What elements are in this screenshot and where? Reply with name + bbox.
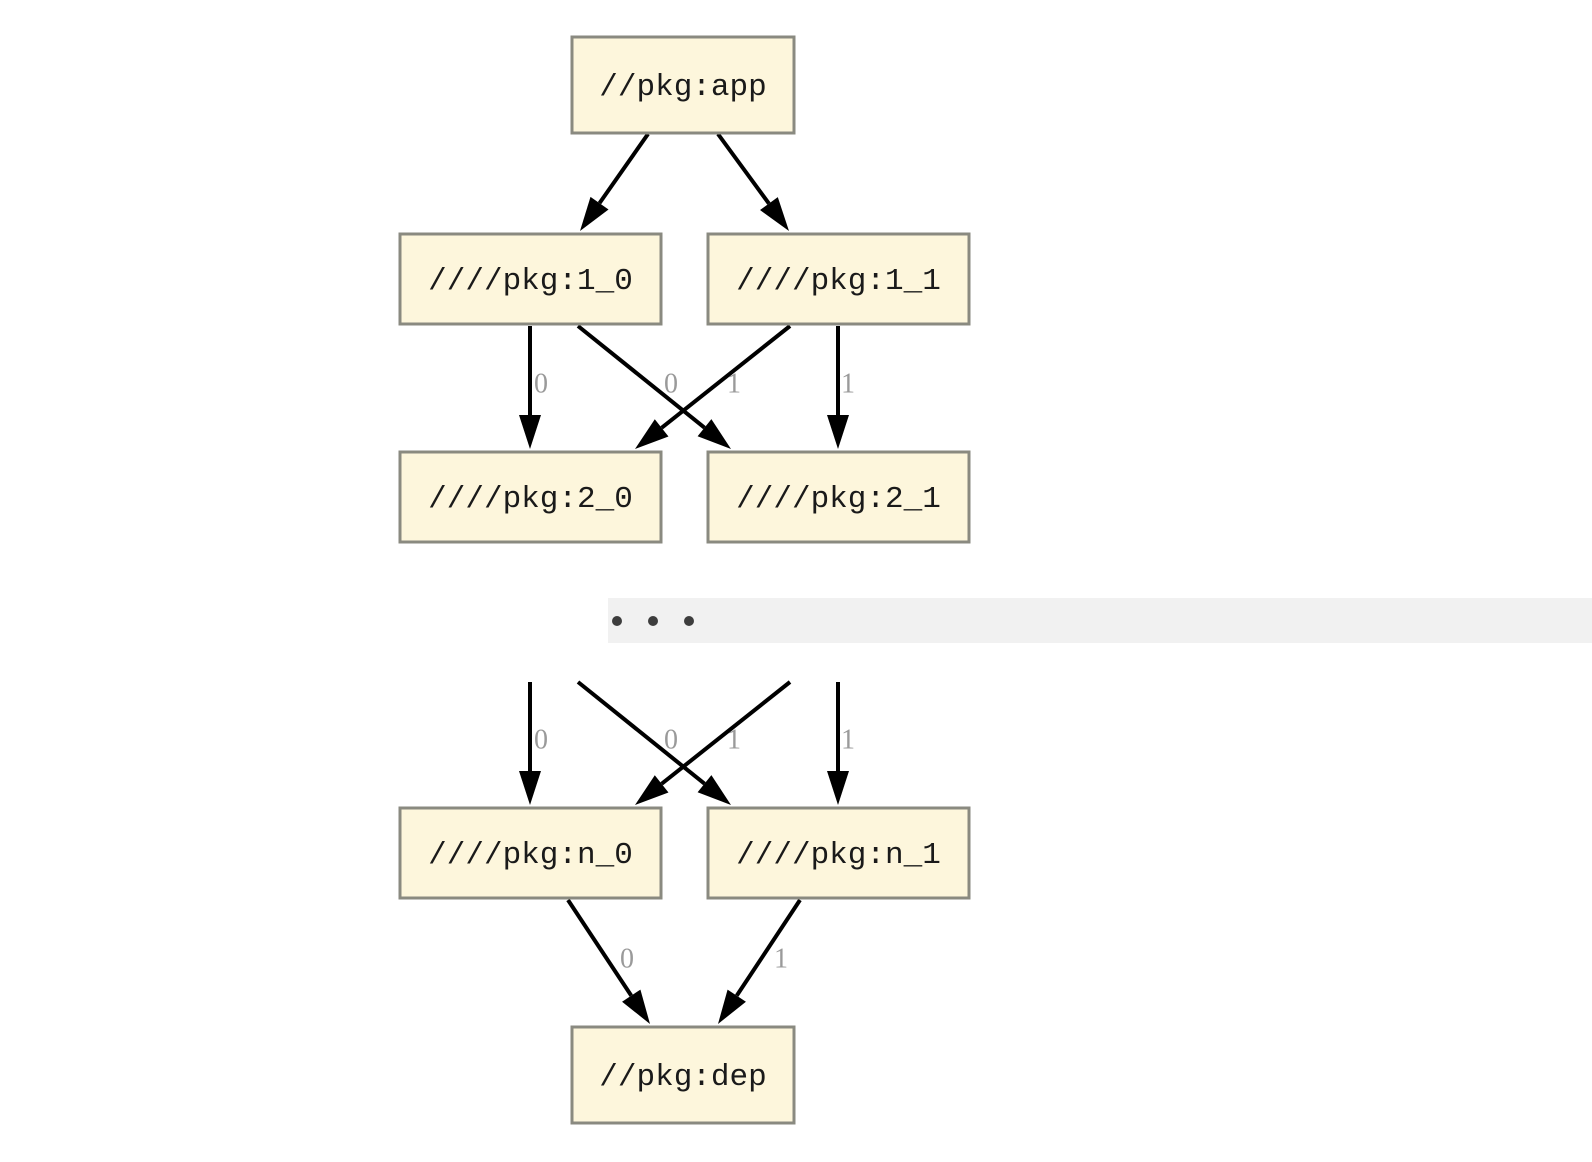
edge-line [660, 680, 792, 786]
node-label: //pkg:dep [599, 1060, 766, 1095]
node-label: ////pkg:n_1 [736, 838, 941, 873]
graph-node-ln_0[interactable]: ////pkg:n_0 [398, 806, 663, 900]
graph-edge: 1 [718, 898, 802, 1024]
edge-label: 0 [664, 368, 678, 399]
edge-label: 0 [620, 943, 634, 974]
graph-edge [716, 132, 789, 231]
node-box[interactable] [706, 806, 971, 900]
edge-arrowhead [697, 775, 731, 805]
graph-node-l1_0[interactable]: ////pkg:1_0 [398, 232, 663, 326]
node-label: ////pkg:n_0 [428, 838, 633, 873]
graph-node-l2_1[interactable]: ////pkg:2_1 [706, 450, 971, 544]
edge-line [566, 898, 633, 997]
node-label: ////pkg:2_0 [428, 482, 633, 517]
edge-label: 0 [664, 724, 678, 755]
graph-edge: 1 [827, 326, 855, 449]
graph-node-app[interactable]: //pkg:app [570, 35, 796, 135]
edges-layer: 0 0 1 1 0 0 1 1 0 1 [519, 132, 855, 1024]
graph-node-l1_1[interactable]: ////pkg:1_1 [706, 232, 971, 326]
edge-arrowhead [697, 419, 731, 449]
edge-arrowhead [827, 415, 849, 449]
ellipsis-dot [612, 616, 622, 626]
node-box[interactable] [706, 450, 971, 544]
graph-edge: 1 [635, 324, 792, 449]
node-box[interactable] [570, 35, 796, 135]
graph-edge [580, 132, 650, 231]
graph-node-dep[interactable]: //pkg:dep [570, 1025, 796, 1125]
graph-node-l2_0[interactable]: ////pkg:2_0 [398, 450, 663, 544]
graph-node-ln_1[interactable]: ////pkg:n_1 [706, 806, 971, 900]
edge-line [735, 898, 802, 997]
ellipsis-dot [684, 616, 694, 626]
node-box[interactable] [398, 806, 663, 900]
edge-arrowhead [760, 197, 789, 231]
edge-arrowhead [519, 415, 541, 449]
edge-arrowhead [635, 775, 669, 805]
edge-label: 1 [841, 368, 855, 399]
node-label: ////pkg:2_1 [736, 482, 941, 517]
graph-edge: 1 [635, 680, 792, 805]
node-label: ////pkg:1_1 [736, 264, 941, 299]
graph-edge: 0 [566, 898, 650, 1024]
ellipsis-dot [648, 616, 658, 626]
ellipsis-region [608, 598, 1592, 643]
node-box[interactable] [570, 1025, 796, 1125]
ellipsis-band [608, 598, 1592, 643]
graph-edge: 0 [519, 682, 548, 805]
nodes-layer: //pkg:app ////pkg:1_0 ////pkg:1_1 ////pkg:2… [398, 35, 971, 1125]
edge-arrowhead [827, 771, 849, 805]
edge-line [576, 680, 706, 786]
node-label: //pkg:app [599, 70, 766, 105]
edge-line [576, 324, 706, 430]
edge-arrowhead [635, 419, 669, 449]
edge-label: 1 [841, 724, 855, 755]
edge-label: 1 [727, 368, 741, 399]
edge-line [597, 132, 650, 205]
node-box[interactable] [398, 450, 663, 544]
edge-line [660, 324, 792, 430]
graph-edge: 0 [519, 326, 548, 449]
edge-label: 0 [534, 724, 548, 755]
edge-label: 1 [727, 724, 741, 755]
edge-label: 1 [774, 943, 788, 974]
edge-label: 0 [534, 368, 548, 399]
edge-arrowhead [718, 989, 746, 1024]
graph-edge: 1 [827, 682, 855, 805]
node-label: ////pkg:1_0 [428, 264, 633, 299]
node-box[interactable] [398, 232, 663, 326]
edge-arrowhead [519, 771, 541, 805]
edge-line [716, 132, 771, 205]
edge-arrowhead [580, 196, 609, 231]
node-box[interactable] [706, 232, 971, 326]
edge-arrowhead [622, 989, 650, 1024]
